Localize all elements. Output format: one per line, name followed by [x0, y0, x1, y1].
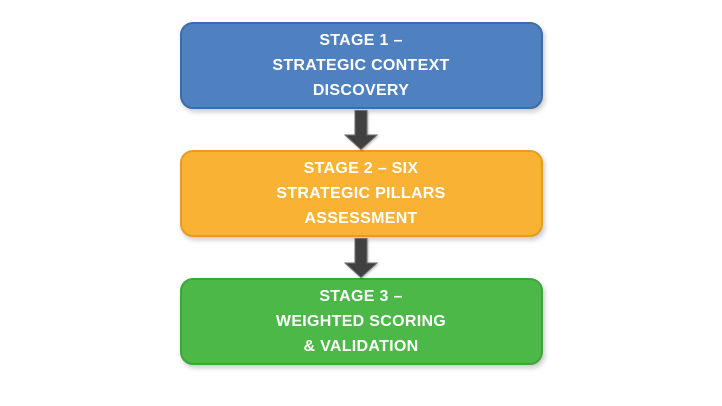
stage-2-box: STAGE 2 – SIX STRATEGIC PILLARS ASSESSME…: [179, 150, 543, 237]
arrow-down-icon: [344, 237, 378, 278]
stage-3-box: STAGE 3 – WEIGHTED SCORING & VALIDATION: [179, 278, 543, 365]
arrow-between-stage-1-2: [344, 109, 378, 150]
stage-1-box: STAGE 1 – STRATEGIC CONTEXT DISCOVERY: [179, 22, 543, 109]
arrow-down-icon: [344, 109, 378, 150]
stage-3-label: STAGE 3 – WEIGHTED SCORING & VALIDATION: [275, 288, 447, 355]
arrow-between-stage-2-3: [344, 237, 378, 278]
stage-1-label: STAGE 1 – STRATEGIC CONTEXT DISCOVERY: [272, 32, 450, 99]
stage-2-label: STAGE 2 – SIX STRATEGIC PILLARS ASSESSME…: [276, 160, 446, 227]
